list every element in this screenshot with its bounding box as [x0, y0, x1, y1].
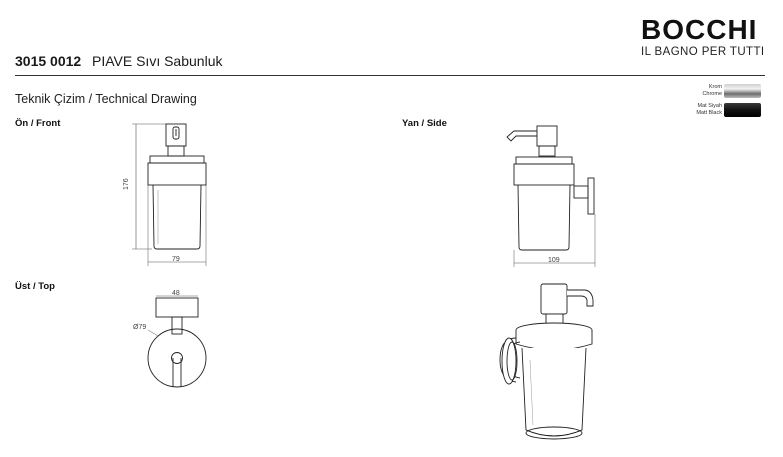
dim-front-width: 79 — [172, 256, 180, 263]
finish-black-name-en: Matt Black — [696, 109, 722, 116]
brand-tagline: IL BAGNO PER TUTTI — [641, 46, 765, 58]
product-code: 3015 0012 — [15, 53, 82, 69]
finish-black-label: Mat Siyah Matt Black — [660, 103, 722, 116]
view-label-top: Üst / Top — [15, 281, 55, 292]
dim-side-depth: 109 — [548, 257, 560, 264]
finish-chrome-label: Krom Chrome — [660, 84, 722, 97]
brand-logo: BOCCHI — [641, 14, 758, 45]
dim-front-height: 176 — [123, 178, 130, 190]
header-divider — [15, 75, 765, 76]
view-label-front: Ön / Front — [15, 118, 61, 129]
side-view-drawing — [506, 125, 596, 267]
front-view-drawing — [132, 123, 207, 266]
dim-top-diameter: Ø79 — [133, 324, 147, 331]
product-3d-illustration — [499, 283, 594, 440]
finish-chrome-name-tr: Krom — [708, 84, 722, 90]
finish-black-swatch — [724, 103, 761, 117]
finish-black-name-tr: Mat Siyah — [697, 103, 722, 109]
product-name: PIAVE Sıvı Sabunluk — [92, 53, 223, 69]
dim-top-plate: 48 — [172, 290, 180, 297]
finish-chrome-name-en: Chrome — [702, 90, 722, 97]
finish-chrome-swatch — [724, 84, 761, 98]
view-label-side: Yan / Side — [402, 118, 447, 129]
section-title: Teknik Çizim / Technical Drawing — [15, 92, 197, 106]
top-view-drawing — [147, 295, 207, 388]
